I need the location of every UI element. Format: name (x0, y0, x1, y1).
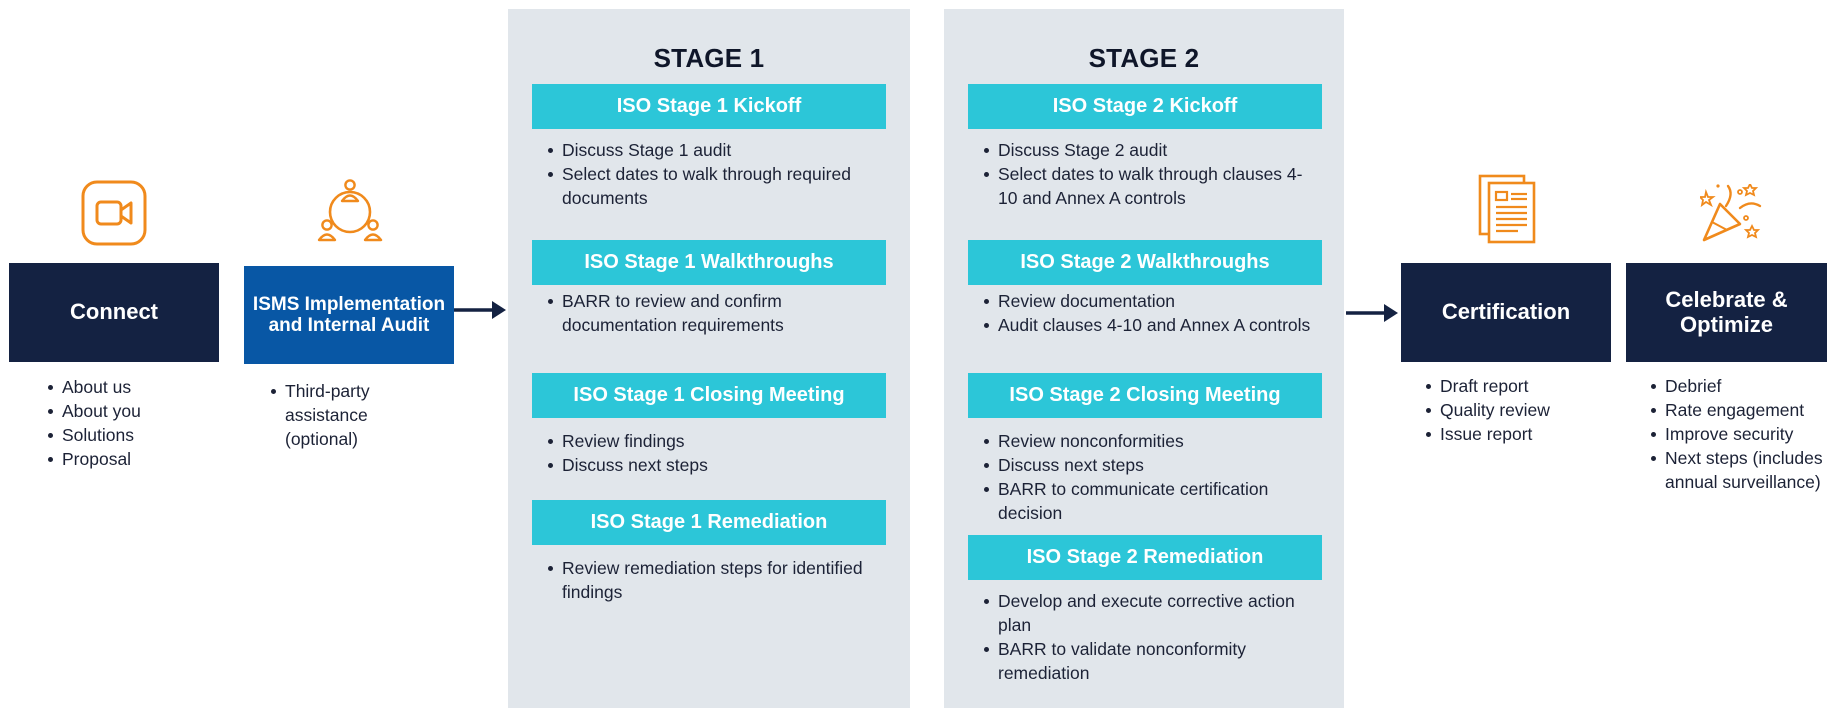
celebrate-list: Debrief Rate engagement Improve security… (1647, 374, 1827, 494)
certification-title: Certification (1441, 299, 1571, 325)
stage-2-walkthroughs-list: Review documentation Audit clauses 4-10 … (980, 289, 1320, 337)
stage-1-kickoff-list: Discuss Stage 1 audit Select dates to wa… (544, 138, 884, 210)
certification-box: Certification (1401, 263, 1611, 362)
stage-2-remediation-heading: ISO Stage 2 Remediation (968, 535, 1322, 580)
stage-1-walkthroughs-list: BARR to review and confirm documentation… (544, 289, 884, 337)
stage-2-remediation-list: Develop and execute corrective action pl… (980, 589, 1320, 685)
stage-2-walkthroughs-heading: ISO Stage 2 Walkthroughs (968, 240, 1322, 285)
arrow-right-icon (454, 301, 506, 319)
list-item: Improve security (1647, 422, 1827, 446)
list-item: Discuss next steps (544, 453, 884, 477)
stage-2-panel: STAGE 2 ISO Stage 2 Kickoff Discuss Stag… (944, 9, 1344, 708)
document-report-icon (1478, 174, 1536, 244)
stage-1-closing-list: Review findings Discuss next steps (544, 429, 884, 477)
party-popper-icon (1700, 184, 1762, 242)
connect-title: Connect (70, 299, 158, 325)
list-item: Review findings (544, 429, 884, 453)
team-network-icon (317, 179, 383, 242)
stage-2-title: STAGE 2 (1088, 43, 1200, 73)
isms-list: Third-party assistance (optional) (267, 379, 407, 451)
stage-1-walkthroughs-heading: ISO Stage 1 Walkthroughs (532, 240, 886, 285)
certification-list: Draft report Quality review Issue report (1422, 374, 1602, 446)
list-item: Select dates to walk through required do… (544, 162, 884, 210)
stage-2-closing-list: Review nonconformities Discuss next step… (980, 429, 1320, 525)
list-item: BARR to validate nonconformity remediati… (980, 637, 1320, 685)
stage-1-panel: STAGE 1 ISO Stage 1 Kickoff Discuss Stag… (508, 9, 910, 708)
list-item: Third-party assistance (optional) (267, 379, 407, 451)
stage-1-remediation-heading: ISO Stage 1 Remediation (532, 500, 886, 545)
stage-2-kickoff-list: Discuss Stage 2 audit Select dates to wa… (980, 138, 1320, 210)
list-item: Discuss next steps (980, 453, 1320, 477)
list-item: BARR to communicate certification decisi… (980, 477, 1320, 525)
stage-2-kickoff-heading: ISO Stage 2 Kickoff (968, 84, 1322, 129)
stage-1-kickoff-heading: ISO Stage 1 Kickoff (532, 84, 886, 129)
list-item: Audit clauses 4-10 and Annex A controls (980, 313, 1320, 337)
video-camera-icon (81, 180, 147, 246)
list-item: About you (44, 399, 214, 423)
arrow-right-icon (1346, 304, 1398, 322)
list-item: Proposal (44, 447, 214, 471)
list-item: Next steps (includes annual surveillance… (1647, 446, 1827, 494)
stage-2-closing-heading: ISO Stage 2 Closing Meeting (968, 373, 1322, 418)
celebrate-title: Celebrate & Optimize (1665, 286, 1788, 337)
celebrate-box: Celebrate & Optimize (1626, 263, 1827, 362)
isms-box: ISMS Implementation and Internal Audit (244, 266, 454, 364)
list-item: Issue report (1422, 422, 1602, 446)
list-item: Discuss Stage 2 audit (980, 138, 1320, 162)
list-item: Review documentation (980, 289, 1320, 313)
connect-list: About us About you Solutions Proposal (44, 375, 214, 471)
list-item: About us (44, 375, 214, 399)
list-item: Discuss Stage 1 audit (544, 138, 884, 162)
list-item: Solutions (44, 423, 214, 447)
list-item: Review remediation steps for identified … (544, 556, 884, 604)
list-item: Rate engagement (1647, 398, 1827, 422)
list-item: Quality review (1422, 398, 1602, 422)
connect-box: Connect (9, 263, 219, 362)
list-item: Select dates to walk through clauses 4-1… (980, 162, 1320, 210)
list-item: Develop and execute corrective action pl… (980, 589, 1320, 637)
isms-title: ISMS Implementation and Internal Audit (252, 293, 446, 336)
stage-1-closing-heading: ISO Stage 1 Closing Meeting (532, 373, 886, 418)
list-item: Debrief (1647, 374, 1827, 398)
stage-1-title: STAGE 1 (653, 43, 765, 73)
stage-1-remediation-list: Review remediation steps for identified … (544, 556, 884, 604)
list-item: BARR to review and confirm documentation… (544, 289, 884, 337)
list-item: Review nonconformities (980, 429, 1320, 453)
list-item: Draft report (1422, 374, 1602, 398)
